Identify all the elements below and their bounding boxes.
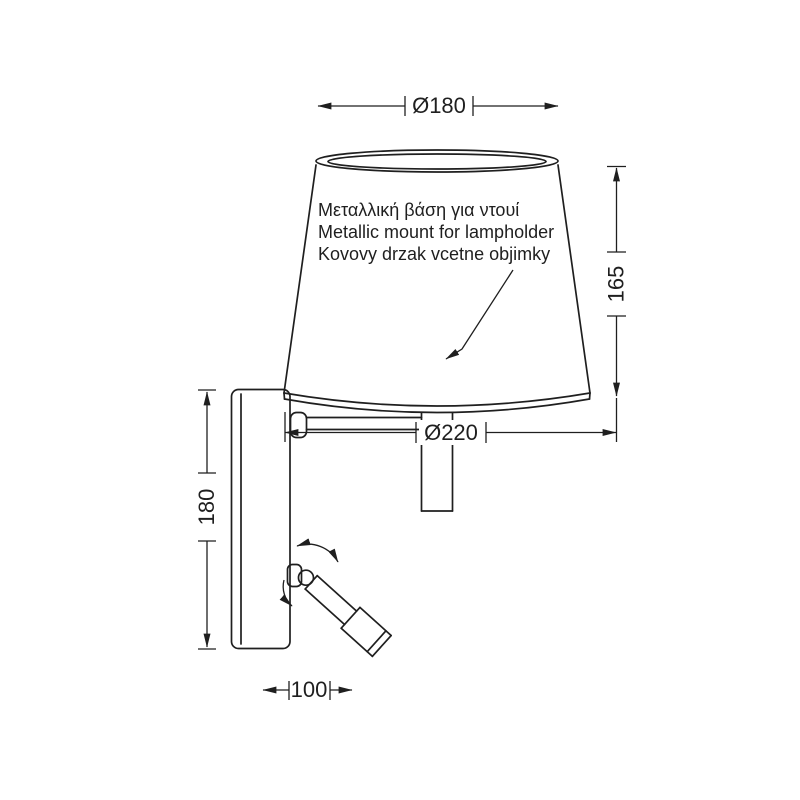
dim-label-shade-height: 165 — [604, 266, 629, 303]
shade-left-side — [283, 164, 317, 394]
arm-flange — [289, 411, 308, 439]
dim-text-backing — [419, 420, 485, 445]
shade-top-rim-outer — [315, 149, 559, 173]
shade-right-side — [557, 164, 591, 394]
spotlight-body — [286, 563, 392, 658]
spotlight-front-face-line — [371, 634, 392, 658]
note-block: Μεταλλική βάση για ντουί Metallic mount … — [318, 200, 554, 264]
dim-shade-top-diameter: Ø180 — [317, 93, 559, 118]
spotlight-mount — [286, 563, 303, 588]
note-leader — [445, 269, 514, 360]
shade-bottom-edge-left — [283, 392, 286, 400]
reading-spotlight — [279, 538, 392, 658]
rotation-arrow-top-icon — [296, 538, 339, 563]
spotlight-bezel-line — [366, 629, 387, 653]
shade-bottom-rim-lower — [283, 398, 591, 414]
shade-bottom-edge-right — [588, 392, 591, 400]
spotlight-rotation-indicators — [279, 538, 339, 607]
dim-label-backplate-height: 180 — [194, 489, 219, 526]
dim-spotlight-length: 100 — [262, 677, 353, 702]
note-line-greek: Μεταλλική βάση για ντουί — [318, 200, 519, 220]
lamp-arm — [289, 411, 423, 439]
note-leader-line — [445, 269, 514, 360]
dim-backplate-height: 180 — [194, 389, 219, 650]
spotlight-barrel-bottom-line — [304, 588, 346, 626]
rotation-arrow-side-icon — [279, 579, 293, 607]
note-line-english: Metallic mount for lampholder — [318, 222, 554, 242]
dim-label-shade-top-diameter: Ø180 — [412, 93, 466, 118]
wall-plate — [230, 388, 291, 650]
note-line-czech: Kovovy drzak vcetne objimky — [318, 244, 550, 264]
dim-label-spotlight-length: 100 — [291, 677, 328, 702]
spotlight-joint — [297, 569, 315, 587]
lampshade — [283, 149, 591, 414]
dim-shade-height: 165 — [604, 165, 629, 442]
shade-top-rim-inner — [327, 153, 547, 170]
spotlight-head-step-line — [340, 606, 361, 630]
wall-plate-outline — [230, 388, 291, 650]
spotlight-barrel-top-line — [316, 574, 358, 612]
shade-bottom-rim-upper — [283, 392, 591, 407]
spotlight-barrel-back-line — [304, 574, 319, 590]
dim-label-shade-bottom-diameter: Ø220 — [424, 420, 478, 445]
spotlight-barrel-group — [297, 569, 392, 658]
dim-shade-bottom-diameter: Ø220 — [284, 412, 617, 445]
